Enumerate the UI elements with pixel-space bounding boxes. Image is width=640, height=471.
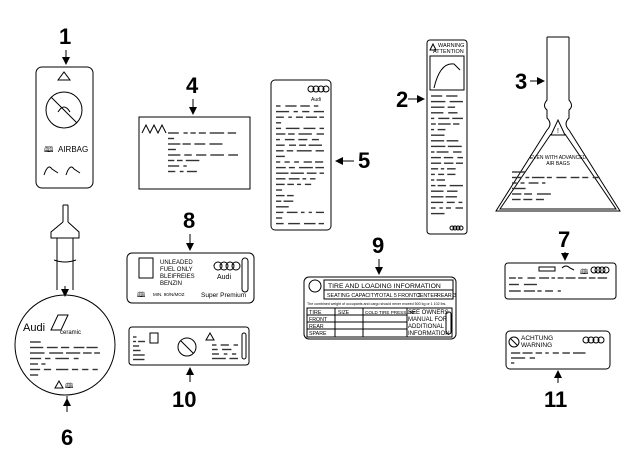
fuel-pump-icon xyxy=(138,257,154,279)
label-8-fuel: UNLEADED FUEL ONLY BLEIFREIES BENZIN Aud… xyxy=(126,252,255,304)
audi-rings-icon-3 xyxy=(213,261,241,271)
tag-subline: AIR BAGS xyxy=(546,161,570,167)
no-child-seat-icon xyxy=(45,91,83,129)
label-3-tag: ! EVEN WITH ADVANCED AIR BAGS xyxy=(495,36,621,212)
bleifreies-text: BLEIFREIES xyxy=(160,274,195,280)
warning-text: WARNING xyxy=(438,43,464,49)
warning-triangle-icon xyxy=(57,71,71,81)
additional: ADDITIONAL xyxy=(408,324,445,330)
callout-2: 2 xyxy=(396,87,408,112)
audi-rings-icon-2 xyxy=(449,225,464,231)
seating-center: CENTER xyxy=(416,293,438,299)
no-child-seat-icon-10 xyxy=(177,337,197,357)
tire-icon xyxy=(308,279,322,293)
audi-rings-icon-4 xyxy=(590,266,610,274)
label-5: Audi xyxy=(270,79,332,231)
callout-8: 8 xyxy=(183,208,195,233)
label-6-round-tag: Audi ceramic 🕮 xyxy=(14,204,116,396)
fuel-only-text: FUEL ONLY xyxy=(160,267,193,273)
warning-triangle-icon-6 xyxy=(54,379,64,389)
combined-weight: The combined weight of occupants and car… xyxy=(307,302,446,306)
manual-icon-7: 🕮 xyxy=(580,268,588,276)
row-spare: SPARE xyxy=(309,331,327,337)
warning-triangle-icon-3 xyxy=(550,118,566,136)
manual-icon-8: 🕮 xyxy=(137,291,145,299)
callout-5: 5 xyxy=(358,148,370,173)
airbag-text: AIRBAG xyxy=(58,145,88,154)
label-4 xyxy=(138,116,251,190)
label-1-airbag: 🕮 AIRBAG xyxy=(35,66,94,189)
unleaded-text: UNLEADED xyxy=(160,260,193,266)
label-11-achtung: ACHTUNG WARNING xyxy=(505,330,611,370)
label-2-warning: WARNING ATTENTION xyxy=(426,39,468,235)
warning-triangle-icon-2 xyxy=(429,42,437,51)
warning-text-11: WARNING xyxy=(521,342,552,349)
callout-3: 3 xyxy=(515,69,527,94)
callout-6: 6 xyxy=(61,425,73,450)
svg-text:!: ! xyxy=(557,128,559,135)
audi-rings-icon-5 xyxy=(582,336,605,344)
car-icon xyxy=(561,265,575,271)
label-10 xyxy=(128,326,250,366)
row-front: FRONT xyxy=(309,317,328,323)
achtung-text: ACHTUNG xyxy=(521,335,553,342)
ceramic-text: ceramic xyxy=(60,330,81,336)
ceramic-logo-icon xyxy=(50,314,69,331)
manual-for: MANUAL FOR xyxy=(408,317,448,323)
warning-triangle-icon-10 xyxy=(205,331,215,341)
seat-icon-2 xyxy=(65,166,81,176)
seating-front: FRONT 2 xyxy=(398,293,421,299)
manual-icon: 🕮 xyxy=(44,145,54,154)
label-7: 🕮 xyxy=(504,262,617,300)
no-symbol-icon xyxy=(508,336,520,348)
seating-rear: REAR 3 xyxy=(437,293,456,299)
tire-title: TIRE AND LOADING INFORMATION xyxy=(328,283,441,290)
callout-11: 11 xyxy=(544,387,567,412)
callout-10: 10 xyxy=(172,387,196,412)
row-rear: REAR xyxy=(309,324,324,330)
manual-icon-6: 🕮 xyxy=(65,382,73,390)
callout-9: 9 xyxy=(372,233,384,258)
attention-text: ATTENTION xyxy=(433,49,464,55)
audi-wordmark-8: Audi xyxy=(217,274,231,281)
callout-1: 1 xyxy=(59,24,71,49)
airbag-pictogram xyxy=(429,55,465,91)
seating-total: TOTAL 5 xyxy=(376,293,397,299)
callout-4: 4 xyxy=(186,73,199,98)
min-octane-text: MIN. 90/N/MOZ xyxy=(153,292,185,297)
see-owners: SEE OWNERS xyxy=(408,310,449,316)
audi-brand: Audi xyxy=(23,322,45,334)
manual-box-icon xyxy=(149,332,159,344)
seating-capacity: SEATING CAPACITY xyxy=(327,293,378,299)
label-9-tire-loading: TIRE AND LOADING INFORMATION SEATING CAP… xyxy=(303,276,457,340)
col-cold-pressure: COLD TIRE PRESSURE xyxy=(365,310,416,315)
benzin-text: BENZIN xyxy=(160,281,182,287)
col-tire: TIRE xyxy=(309,310,322,316)
tag-headline: EVEN WITH ADVANCED xyxy=(530,155,587,161)
warning-icon xyxy=(141,123,167,135)
information: INFORMATION xyxy=(408,331,450,337)
callout-7: 7 xyxy=(558,227,570,252)
col-size: SIZE xyxy=(338,310,350,316)
audi-wordmark: Audi xyxy=(311,97,321,103)
seat-icon xyxy=(43,166,59,176)
audi-rings-icon xyxy=(307,85,330,93)
fuel-grade-text: Super Premium xyxy=(201,292,246,299)
